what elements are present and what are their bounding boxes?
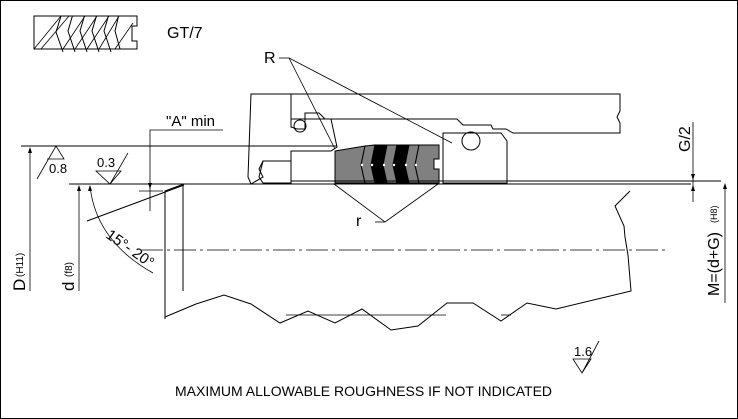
rod: [86, 183, 632, 331]
roughness-note: MAXIMUM ALLOWABLE ROUGHNESS IF NOT INDIC…: [175, 383, 552, 399]
M-tolerance: (H8): [709, 205, 719, 223]
g-half-label: G/2: [677, 126, 694, 152]
roughness-default-value: 1.6: [574, 344, 592, 359]
roughness-chamfer-value: 0.3: [97, 155, 115, 170]
radius-r-label: r: [356, 213, 362, 230]
d-tolerance: (f8): [64, 262, 75, 277]
housing: [247, 93, 621, 185]
D-dimension: [28, 147, 32, 291]
profile-code-label: GT/7: [167, 25, 203, 42]
roughness-bore-value: 0.8: [49, 161, 67, 176]
radius-R-label: R: [264, 50, 276, 67]
d-dimension: [77, 185, 81, 291]
roughness-symbol-chamfer: [94, 152, 129, 185]
chamfer-angle: [88, 185, 154, 274]
seal-profile-icon: [33, 15, 138, 52]
roughness-symbol-bore: [36, 145, 65, 180]
M-label: M=(d+G): [706, 232, 723, 296]
a-min-label: "A" min: [166, 113, 215, 130]
D-tolerance: (H11): [15, 253, 26, 277]
d-label: d: [59, 282, 78, 291]
roughness-symbol-default: [572, 340, 600, 374]
seal-stack: [334, 144, 440, 184]
a-min-dimension: [139, 129, 223, 211]
D-label: D: [10, 279, 29, 291]
leader-lines: [279, 57, 453, 223]
g-half-dimension: [691, 122, 695, 202]
angle-label: 15°- 20°: [103, 226, 157, 271]
M-dimension: [723, 183, 727, 303]
